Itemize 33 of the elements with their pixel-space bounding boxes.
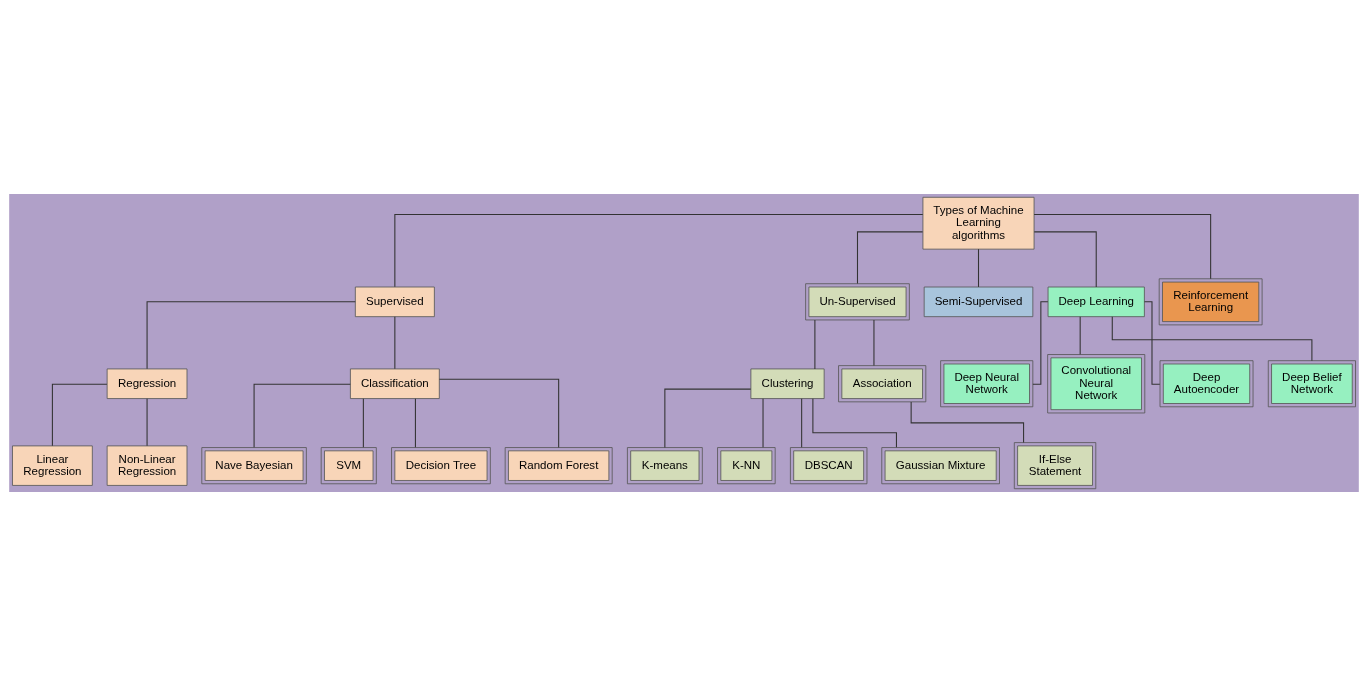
connector (856, 231, 924, 284)
connector (394, 316, 396, 370)
connector (414, 398, 416, 448)
connector (1143, 301, 1161, 385)
connector (362, 398, 364, 448)
connector (1079, 316, 1081, 355)
node-box: Linear Regression (12, 445, 93, 486)
connector (910, 401, 1025, 444)
connector (1033, 214, 1212, 280)
connector (253, 383, 351, 448)
node-box: Deep Learning (1047, 286, 1145, 318)
connector (1033, 231, 1097, 288)
connector (1111, 316, 1313, 362)
connector (146, 301, 356, 370)
connector (762, 398, 764, 448)
node-box: Classification (350, 368, 440, 399)
node-box: Semi-Supervised (923, 286, 1034, 318)
node-box: Non-Linear Regression (106, 445, 188, 486)
connector (146, 398, 148, 447)
connector (814, 319, 816, 370)
connector (873, 319, 875, 367)
connector (664, 388, 752, 449)
connector (812, 398, 897, 448)
node-box: Supervised (354, 286, 435, 318)
connector (51, 383, 108, 447)
node-box: Types of Machine Learning algorithms (922, 196, 1035, 250)
connector (801, 398, 803, 448)
node-box: Clustering (750, 368, 825, 399)
connector (1032, 301, 1049, 385)
connector (438, 378, 560, 449)
connector (394, 214, 924, 288)
connector (977, 248, 980, 288)
node-box: Regression (106, 368, 188, 399)
